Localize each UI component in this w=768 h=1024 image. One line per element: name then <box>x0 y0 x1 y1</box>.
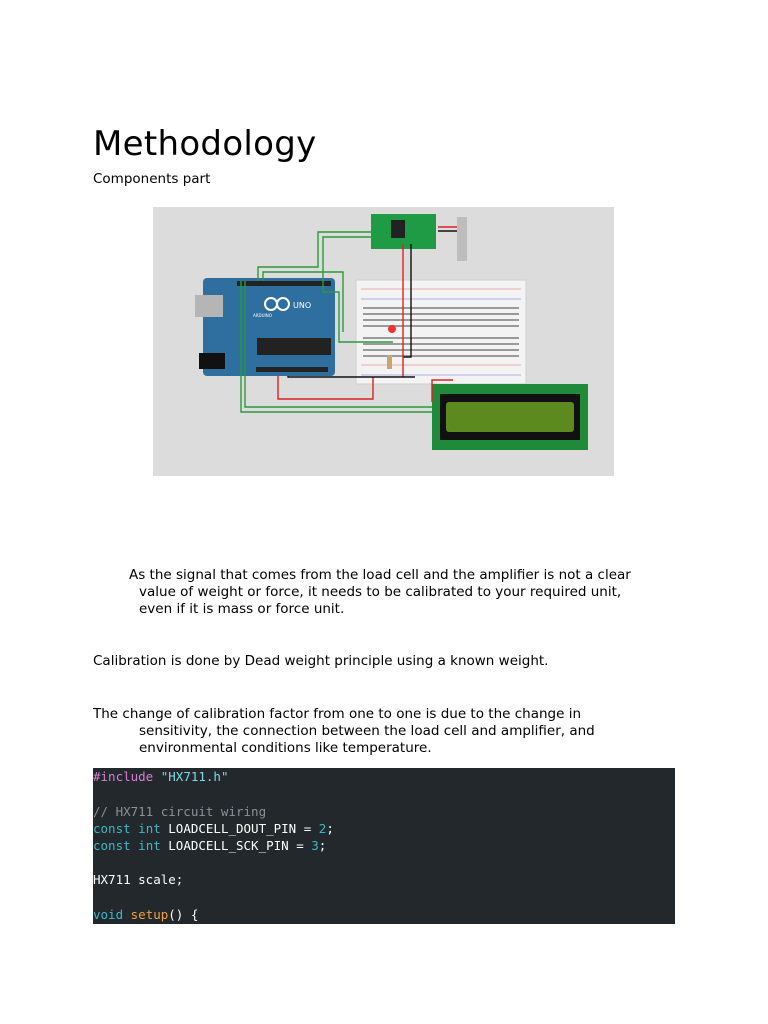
code-line-setup: void setup() { <box>93 906 198 923</box>
lcd-display <box>432 384 588 450</box>
code-token: 2 <box>318 821 327 836</box>
arduino-uno-board: UNO ARDUINO <box>195 278 335 376</box>
code-line-dout: const int LOADCELL_DOUT_PIN = 2; <box>93 820 334 837</box>
code-token: LOADCELL_DOUT_PIN = <box>160 821 319 836</box>
page-title: Methodology <box>93 124 317 164</box>
code-token: 3 <box>311 838 319 853</box>
paragraph-line: The change of calibration factor from on… <box>93 706 582 722</box>
paragraph-line: environmental conditions like temperatur… <box>139 740 432 756</box>
paragraph-line: value of weight or force, it needs to be… <box>139 584 622 600</box>
code-token: () { <box>168 907 199 922</box>
code-line-include: #include "HX711.h" <box>93 768 228 785</box>
paragraph-line: As the signal that comes from the load c… <box>129 567 631 583</box>
code-token: #include <box>93 769 154 784</box>
code-line-scale: HX711 scale; <box>93 871 183 888</box>
code-token: HX711 scale; <box>93 872 184 887</box>
paragraph-line: even if it is mass or force unit. <box>139 601 345 617</box>
code-token: const <box>93 838 131 853</box>
paragraph-calibration-factor: The change of calibration factor from on… <box>93 706 653 757</box>
uno-label: UNO <box>293 301 311 310</box>
code-token: int <box>138 838 161 853</box>
code-token: "HX711.h" <box>160 769 229 784</box>
paragraph-line: sensitivity, the connection between the … <box>139 723 595 739</box>
code-token: const <box>93 821 131 836</box>
code-token: int <box>138 821 161 836</box>
code-line-comment: // HX711 circuit wiring <box>93 803 266 820</box>
code-line-sck: const int LOADCELL_SCK_PIN = 3; <box>93 837 326 854</box>
paragraph-calibration-intro: As the signal that comes from the load c… <box>129 567 674 618</box>
code-token: ; <box>318 838 327 853</box>
hx711-amplifier <box>371 214 467 261</box>
code-token: // HX711 circuit wiring <box>93 804 267 819</box>
red-led <box>388 325 396 333</box>
code-token: LOADCELL_SCK_PIN = <box>160 838 312 853</box>
code-block: #include "HX711.h" // HX711 circuit wiri… <box>93 768 675 924</box>
breadboard <box>355 279 527 385</box>
paragraph-dead-weight: Calibration is done by Dead weight princ… <box>93 653 549 669</box>
code-token: void <box>93 907 124 922</box>
code-token: setup <box>130 907 169 922</box>
resistor <box>387 355 392 369</box>
circuit-diagram-svg: UNO ARDUINO <box>195 214 588 450</box>
arduino-label: ARDUINO <box>253 313 272 318</box>
code-token: ; <box>326 821 334 836</box>
wiring <box>240 226 457 413</box>
section-subtitle: Components part <box>93 171 211 187</box>
circuit-diagram-image: UNO ARDUINO <box>153 207 614 476</box>
